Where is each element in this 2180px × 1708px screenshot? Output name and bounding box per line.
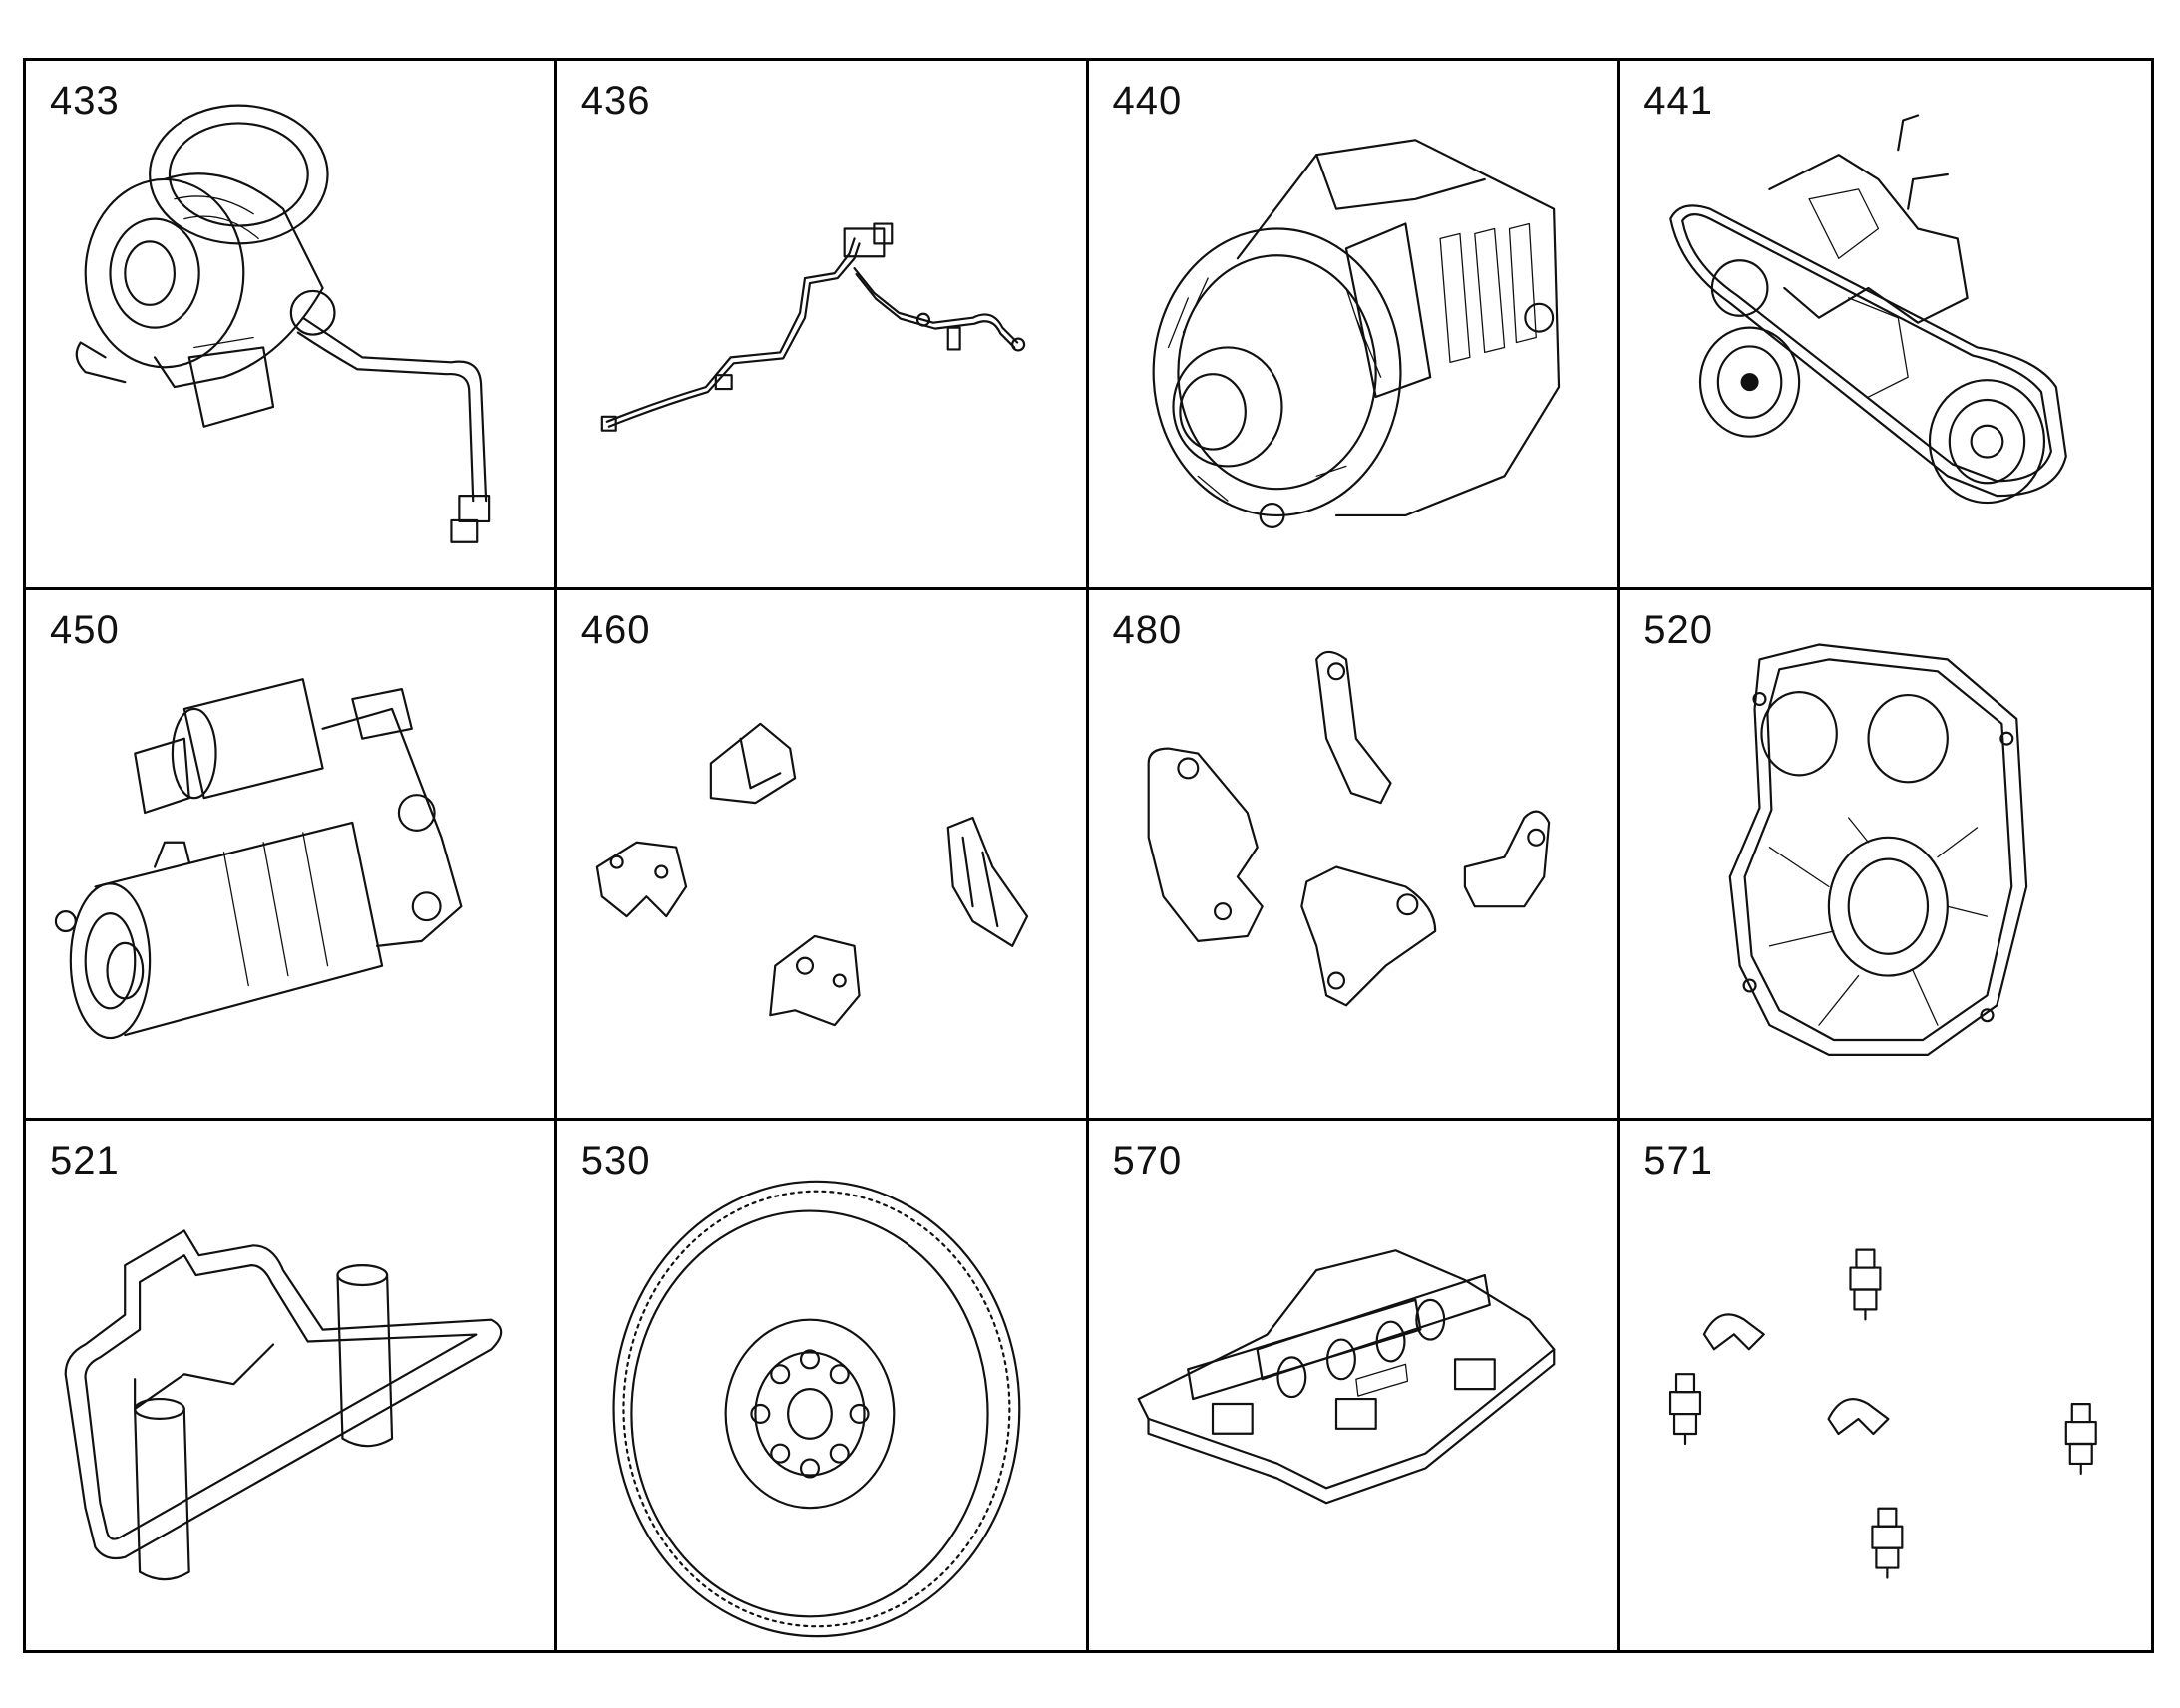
flywheel-housing-icon	[1728, 643, 2028, 1057]
part-cell-521[interactable]: 521	[26, 1120, 557, 1650]
part-cell-460[interactable]: 460	[556, 590, 1089, 1121]
part-cell-571[interactable]: 571	[1620, 1121, 2151, 1650]
part-cell-480[interactable]: 480	[1088, 590, 1621, 1121]
starter-motor-icon	[54, 678, 463, 1040]
part-number: 520	[1643, 608, 1713, 653]
part-number: 480	[1112, 608, 1183, 653]
part-cell-436[interactable]: 436	[556, 61, 1089, 591]
part-cell-570[interactable]: 570	[1089, 1120, 1621, 1650]
flywheel-icon	[612, 1180, 1021, 1637]
wiring-harness-icon	[600, 222, 1025, 432]
part-number: 436	[580, 79, 651, 123]
parts-grid: 433 436	[23, 58, 2154, 1653]
belt-drive-icon	[1669, 114, 2068, 505]
part-number: 521	[50, 1138, 120, 1183]
part-number: 571	[1643, 1138, 1713, 1183]
part-cell-433[interactable]: 433	[26, 61, 557, 591]
turbocharger-icon	[75, 104, 491, 543]
rocker-assembly-icon	[1137, 1248, 1555, 1504]
part-number: 460	[580, 608, 651, 653]
part-number: 450	[50, 608, 120, 653]
support-brackets-icon	[1147, 651, 1550, 1007]
part-number: 433	[50, 79, 120, 123]
part-cell-440[interactable]: 440	[1088, 61, 1621, 591]
part-number: 440	[1112, 79, 1183, 123]
valve-fittings-icon	[1669, 1248, 2098, 1579]
mounting-brackets-icon	[595, 723, 1028, 1027]
alternator-icon	[1152, 139, 1560, 528]
lifting-tool-icon	[64, 1228, 503, 1580]
part-cell-450[interactable]: 450	[26, 590, 557, 1121]
part-cell-441[interactable]: 441	[1620, 61, 2151, 591]
part-number: 530	[580, 1138, 651, 1183]
part-number: 570	[1112, 1138, 1183, 1183]
part-cell-520[interactable]: 520	[1620, 590, 2151, 1121]
part-cell-530[interactable]: 530	[557, 1120, 1089, 1650]
part-number: 441	[1643, 79, 1713, 123]
